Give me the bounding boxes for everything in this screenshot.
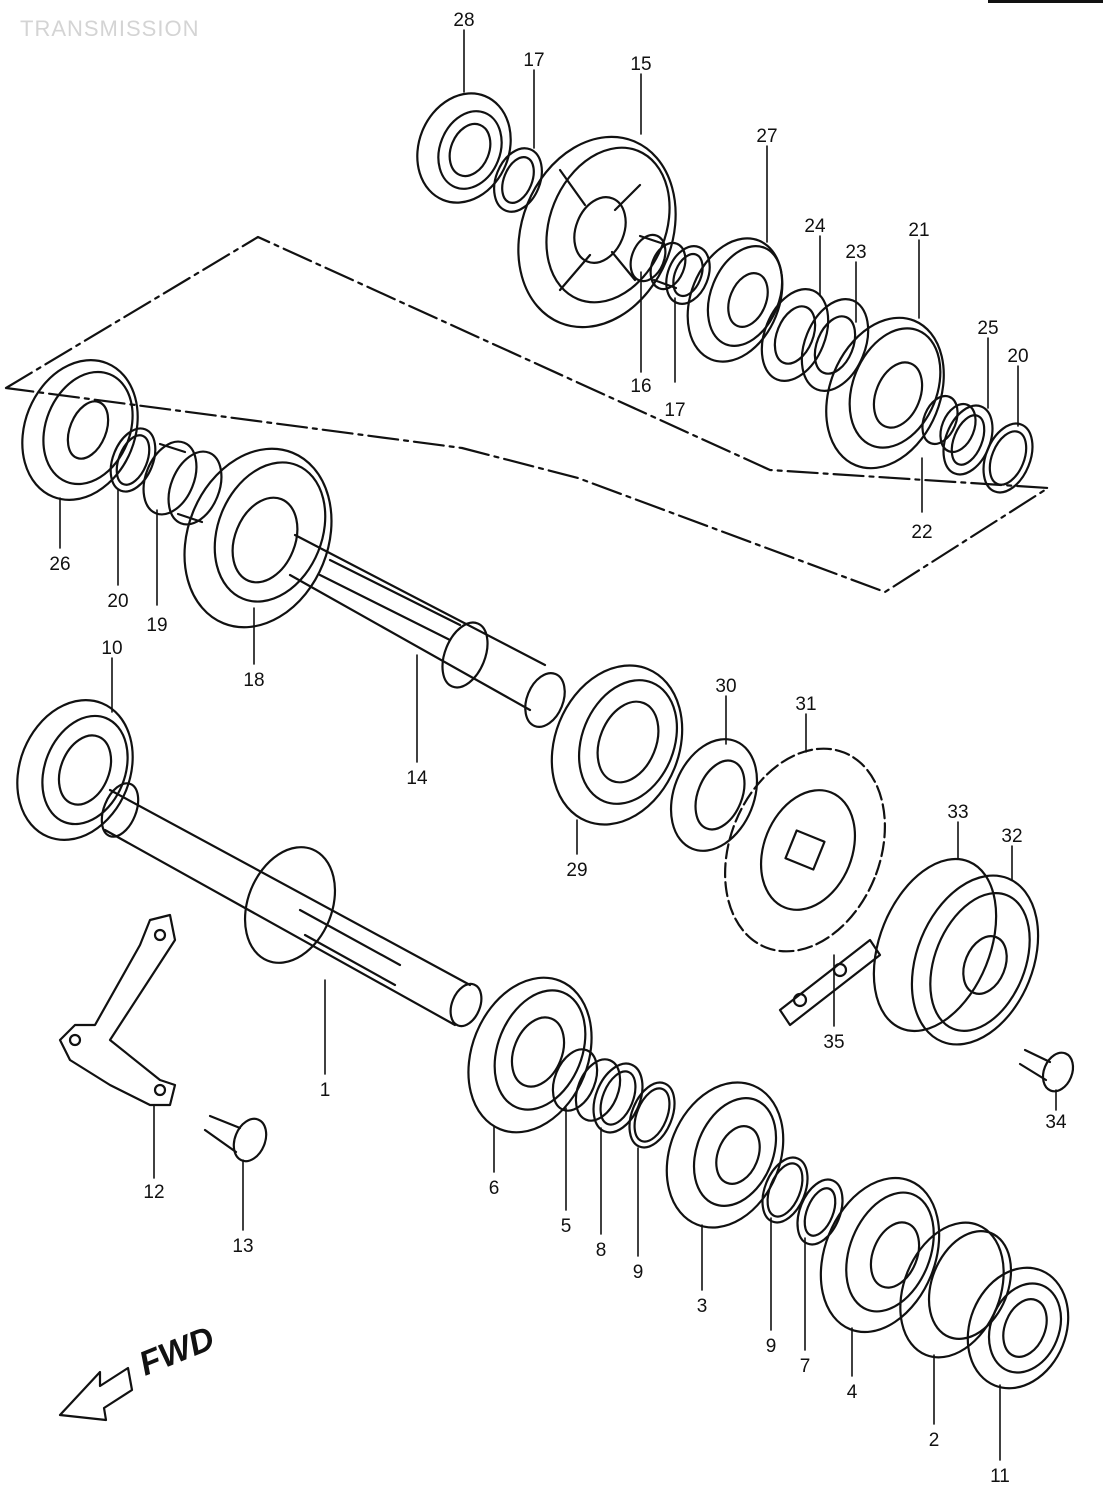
part-17-washer-mid [665,245,711,305]
label-part-22: 22 [911,522,932,543]
diagram-title: TRANSMISSION [20,16,200,41]
forward-label: FWD [134,1319,220,1383]
label-part-29: 29 [566,860,587,881]
label-part-23: 23 [845,242,866,263]
part-20-circlip-right [982,422,1034,494]
part-4-gear [819,1176,941,1334]
label-part-18: 18 [243,670,264,691]
part-1-main-shaft [100,782,483,1028]
label-part-16: 16 [630,376,651,397]
part-31-sprocket [724,747,886,953]
label-part-11: 11 [990,1466,1010,1487]
label-part-20: 20 [107,591,128,612]
leader-lines [59,29,1057,1461]
part-24-lock-washer [760,287,830,383]
part-28-bearing [416,92,512,204]
part-21-gear [825,316,945,470]
part-35-chain [778,938,882,1027]
label-part-7: 7 [800,1356,811,1377]
label-part-4: 4 [847,1382,858,1403]
part-17-washer-top [493,147,543,213]
label-part-17: 17 [523,50,544,71]
label-part-32: 32 [1001,826,1022,847]
part-6-gear [467,976,593,1134]
label-part-33: 33 [947,802,968,823]
part-18-gear [183,447,333,629]
label-part-5: 5 [561,1216,572,1237]
part-29-bearing [550,664,684,826]
part-number-labels: 28 17 15 27 24 23 21 25 20 16 17 22 26 2… [49,10,1067,1487]
part-16-bushing [629,233,687,291]
label-part-19: 19 [146,615,167,636]
part-23-lock-washer [800,297,870,393]
label-part-17: 17 [664,400,685,421]
part-10-bearing [16,699,134,841]
label-part-1: 1 [320,1080,331,1101]
label-part-21: 21 [908,220,929,241]
label-part-9: 9 [633,1262,644,1283]
label-part-6: 6 [489,1178,500,1199]
label-part-15: 15 [630,54,651,75]
label-part-30: 30 [715,676,736,697]
label-part-25: 25 [977,318,998,339]
part-13-bolt [203,1114,268,1163]
part-22-bushing [921,394,977,454]
label-part-2: 2 [929,1430,940,1451]
part-3-gear [665,1081,785,1229]
part-11-bearing [966,1266,1070,1390]
part-5-bushing [551,1048,622,1122]
label-part-34: 34 [1045,1112,1067,1133]
part-7-washer [796,1178,844,1246]
part-9-circlip-b [761,1156,809,1224]
label-part-10: 10 [101,638,122,659]
label-part-13: 13 [232,1236,253,1257]
label-part-31: 31 [795,694,816,715]
countershaft-group-outline [4,235,1050,594]
label-part-26: 26 [49,554,70,575]
part-33-sprocket-cover [872,857,998,1033]
forward-direction: FWD [134,1319,220,1383]
label-part-28: 28 [453,10,474,31]
part-20-circlip-left [109,427,157,493]
label-part-8: 8 [596,1240,607,1261]
label-part-24: 24 [804,216,826,237]
label-part-14: 14 [406,768,428,789]
header-rule [988,0,1103,3]
label-part-35: 35 [823,1032,844,1053]
part-2-gear [899,1221,1013,1359]
part-14-countershaft [288,533,566,728]
part-34-bolt [1018,1048,1075,1093]
part-12-retainer-plate [58,913,177,1107]
label-part-27: 27 [756,126,777,147]
label-part-12: 12 [143,1182,164,1203]
forward-arrow-icon [58,1366,134,1422]
part-9-circlip-a [628,1081,676,1149]
part-32-sprocket-cover [910,874,1040,1046]
label-part-9: 9 [766,1336,777,1357]
label-part-3: 3 [697,1296,708,1317]
label-part-20: 20 [1007,346,1028,367]
part-30-spacer [669,738,759,852]
